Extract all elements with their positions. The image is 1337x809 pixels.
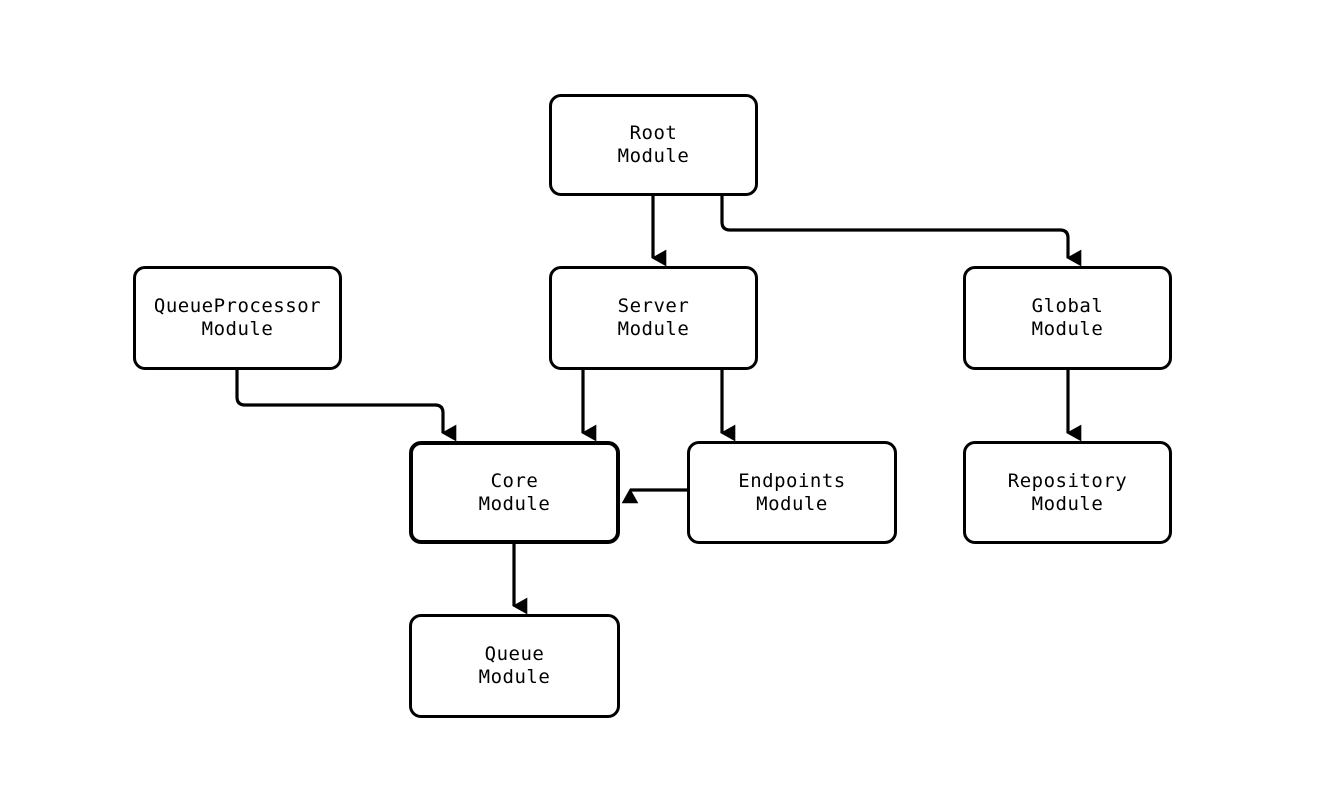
edge-queueprocessor-to-core (235, 370, 457, 442)
node-global-module-name: Global (1031, 295, 1104, 317)
node-root-module[interactable]: Root Module (549, 94, 758, 196)
node-root-module-suffix: Module (617, 145, 690, 167)
node-repository-module-suffix: Module (1031, 492, 1104, 515)
node-queue-module-suffix: Module (478, 666, 551, 688)
node-core-module-suffix: Module (478, 492, 551, 515)
node-core-module[interactable]: Core Module (409, 441, 620, 544)
node-endpoints-module[interactable]: Endpoints Module (687, 441, 897, 544)
edge-root-to-global (720, 196, 1082, 267)
node-repository-module[interactable]: Repository Module (963, 441, 1172, 544)
node-queueprocessor-module-name: QueueProcessor (153, 295, 322, 317)
node-server-module-suffix: Module (617, 318, 690, 340)
node-queue-module-name: Queue (484, 643, 545, 665)
node-endpoints-module-suffix: Module (756, 492, 828, 515)
node-queueprocessor-module-suffix: Module (201, 318, 274, 340)
node-endpoints-module-name: Endpoints (738, 469, 846, 492)
node-repository-module-name: Repository (1007, 469, 1128, 492)
node-server-module[interactable]: Server Module (549, 266, 758, 370)
node-global-module-suffix: Module (1031, 318, 1104, 340)
node-queueprocessor-module[interactable]: QueueProcessor Module (133, 266, 342, 370)
node-core-module-name: Core (490, 469, 539, 492)
node-global-module[interactable]: Global Module (963, 266, 1172, 370)
node-root-module-name: Root (629, 122, 678, 144)
node-queue-module[interactable]: Queue Module (409, 614, 620, 718)
node-server-module-name: Server (617, 295, 690, 317)
